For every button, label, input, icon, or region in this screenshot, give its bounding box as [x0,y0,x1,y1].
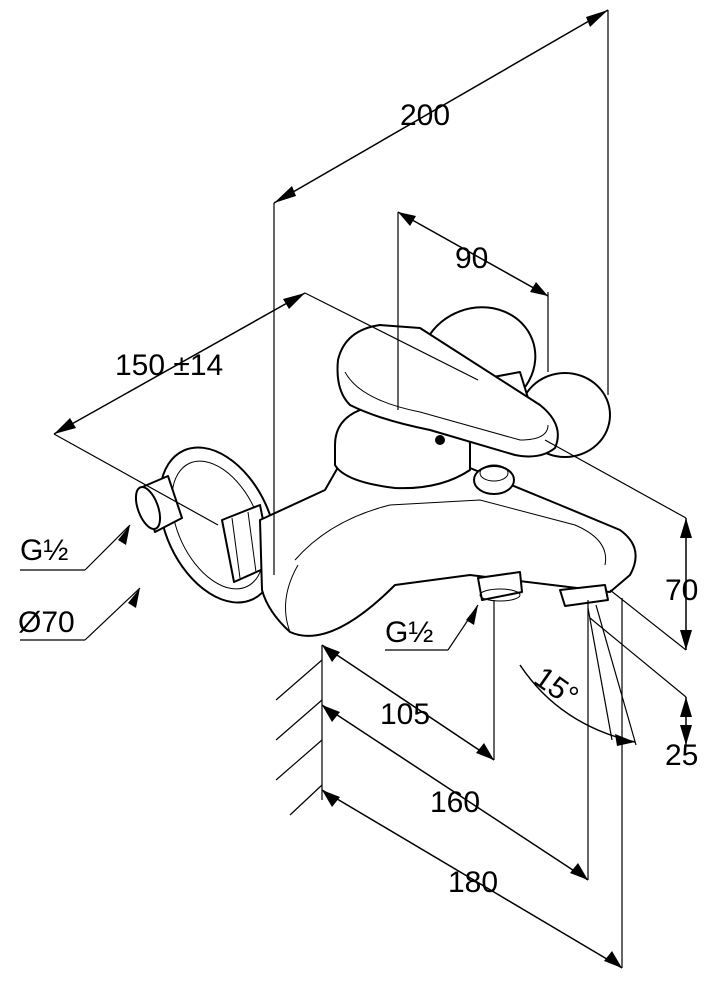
arrowheads [54,10,692,968]
label-spout-reach: 160 [430,786,480,819]
label-connection-spacing: 150 ±14 [115,349,223,382]
label-height-upper: 70 [665,574,698,607]
label-thread-outlet: G½ [385,616,433,649]
label-outlet-distance: 105 [380,698,430,731]
label-height-lower: 25 [665,739,698,772]
label-overall-depth: 200 [400,99,450,132]
label-total-reach: 180 [448,866,498,899]
bath-mixer-body [134,306,637,637]
label-spout-angle: 15° [528,661,584,714]
label-rosette-diameter: Ø70 [18,606,75,639]
label-thread-left: G½ [20,534,68,567]
label-handle-depth: 90 [455,242,488,275]
